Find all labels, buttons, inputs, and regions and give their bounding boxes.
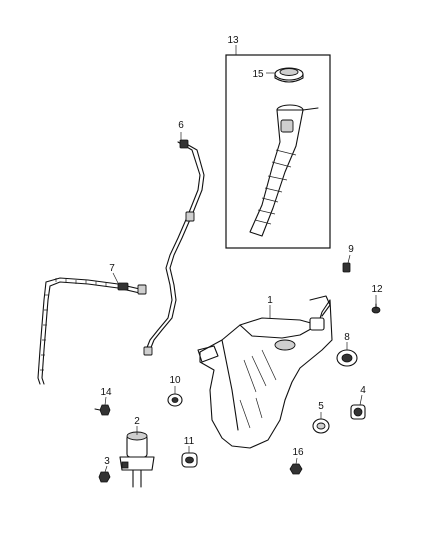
callout-2: 2 [134, 416, 140, 427]
callout-15: 15 [252, 69, 264, 80]
filler-neck-inset [225, 45, 331, 249]
callout-1: 1 [267, 295, 273, 306]
callout-10: 10 [169, 375, 181, 386]
filler-neck-part[interactable] [249, 104, 319, 237]
callout-8: 8 [344, 332, 350, 343]
grommet-part-11[interactable] [181, 452, 198, 468]
grommet-part-5[interactable] [312, 418, 330, 434]
filler-cap-part[interactable] [274, 67, 304, 83]
callout-5: 5 [318, 401, 324, 412]
callout-13: 14 [100, 387, 112, 398]
reservoir-tank-part[interactable] [197, 295, 333, 449]
level-sensor-part[interactable] [350, 404, 366, 420]
callout-4: 4 [360, 385, 366, 396]
callout-12: 12 [371, 284, 383, 295]
screw-part-12[interactable] [371, 303, 381, 314]
grommet-part-8[interactable] [336, 349, 358, 367]
grommet-part-10[interactable] [167, 393, 183, 407]
washer-pump-part[interactable] [119, 431, 155, 488]
callout-16: 16 [292, 447, 304, 458]
nut-part-16[interactable] [289, 463, 303, 475]
callout-6: 6 [178, 120, 184, 131]
clip-part-3[interactable] [98, 471, 111, 483]
callout-3: 3 [104, 456, 110, 467]
bolt-part-13[interactable] [94, 404, 111, 416]
callout-9: 9 [348, 244, 354, 255]
callout-14: 13 [227, 35, 239, 46]
washer-hose-front-part[interactable] [37, 277, 147, 385]
clip-part-9[interactable] [342, 262, 351, 273]
callout-7: 7 [109, 263, 115, 274]
washer-hose-part[interactable] [143, 139, 205, 356]
callout-11: 11 [184, 436, 195, 447]
